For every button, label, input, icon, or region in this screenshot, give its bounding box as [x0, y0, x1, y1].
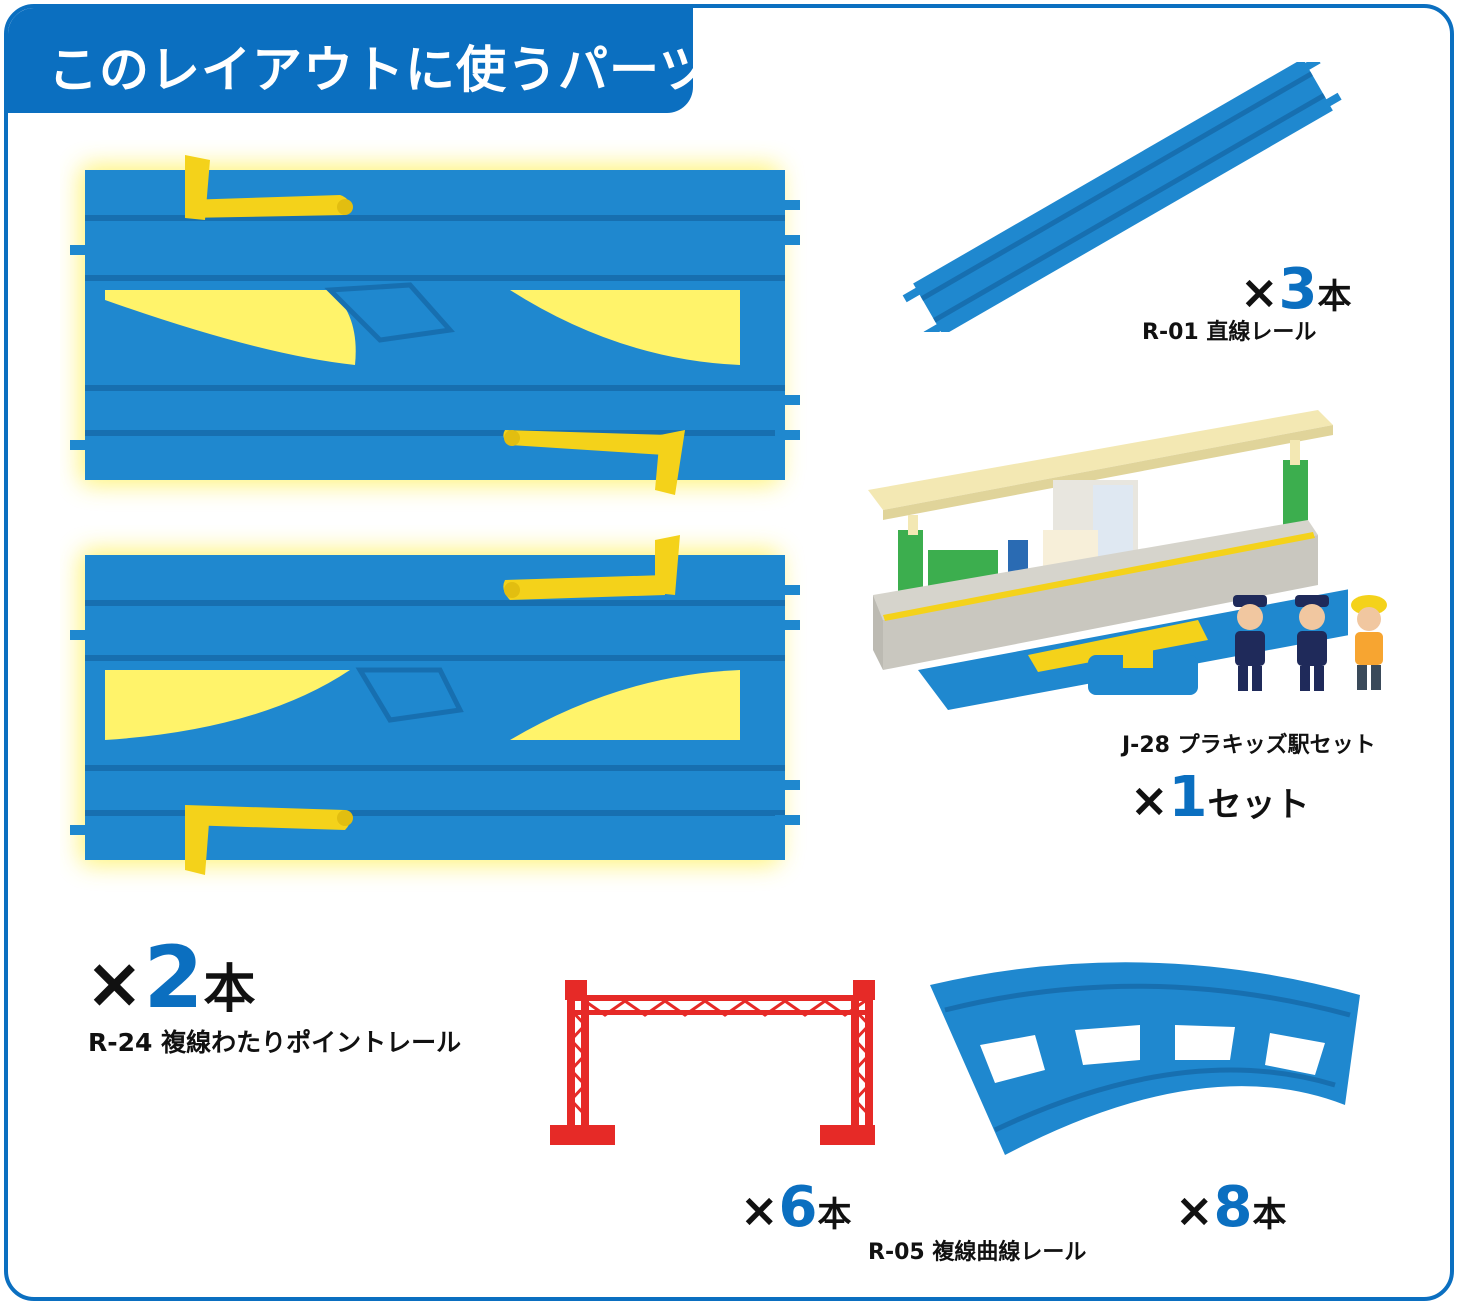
catenary-pole-icon	[550, 980, 875, 1145]
overhead-pole-image	[545, 970, 885, 1160]
quantity-unit: 本	[203, 960, 256, 1020]
quantity-number: 6	[778, 1175, 818, 1240]
station-set-code-label: J-28 プラキッズ駅セット	[1122, 733, 1376, 758]
quantity-prefix: ×	[740, 1183, 779, 1237]
curve-rail-code-label: R-05 複線曲線レール	[868, 1240, 1087, 1265]
double-crossover-point-rail-icon	[70, 535, 800, 875]
station-platform-icon	[868, 410, 1348, 710]
quantity-unit: 本	[1252, 1195, 1287, 1235]
double-curve-rail-icon	[930, 962, 1360, 1155]
header-tab: このレイアウトに使うパーツ	[8, 8, 709, 113]
quantity-unit: 本	[1317, 277, 1352, 317]
straight-rail-code-label: R-01 直線レール	[1142, 320, 1317, 345]
overhead-pole-quantity: ×6本	[740, 1180, 852, 1236]
point-rail-code-label: R-24 複線わたりポイントレール	[88, 1028, 462, 1057]
curve-rail-image	[925, 955, 1375, 1175]
curve-rail-quantity: ×8本	[1175, 1180, 1287, 1236]
double-crossover-point-rail-icon	[70, 155, 800, 495]
plakids-figures	[1225, 595, 1395, 695]
quantity-unit: セット	[1207, 785, 1310, 825]
straight-rail-image	[878, 62, 1368, 332]
quantity-number: 3	[1278, 257, 1318, 322]
quantity-unit: 本	[817, 1195, 852, 1235]
straight-rail-quantity: ×3本	[1240, 262, 1352, 318]
quantity-prefix: ×	[1175, 1183, 1214, 1237]
plakids-figures-icon	[1233, 595, 1387, 691]
quantity-prefix: ×	[85, 942, 144, 1024]
quantity-number: 8	[1213, 1175, 1253, 1240]
quantity-prefix: ×	[1130, 773, 1169, 827]
point-rail-image-2	[60, 525, 830, 895]
point-rail-quantity: ×2本	[85, 935, 256, 1021]
quantity-prefix: ×	[1240, 265, 1279, 319]
station-set-image	[868, 410, 1348, 710]
quantity-number: 1	[1168, 765, 1208, 830]
point-rail-image-1	[60, 140, 830, 520]
straight-rail-icon	[902, 62, 1342, 332]
page-title: このレイアウトに使うパーツ	[48, 41, 710, 99]
station-set-quantity: ×1セット	[1130, 770, 1310, 826]
quantity-number: 2	[143, 928, 204, 1028]
